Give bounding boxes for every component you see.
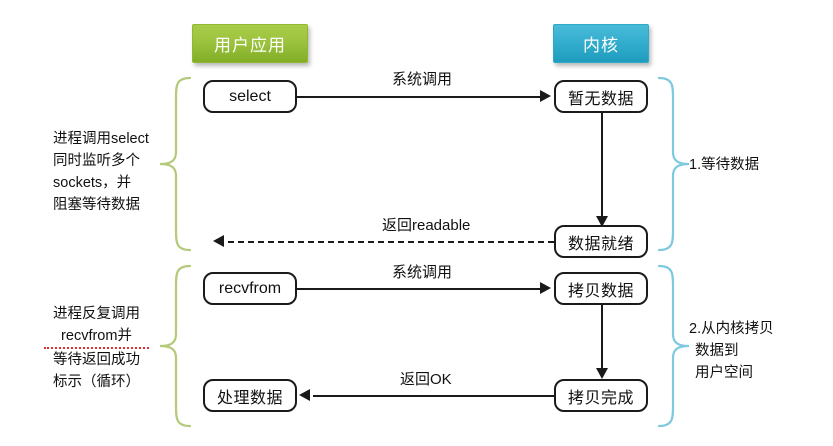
node-recvfrom: recvfrom (203, 272, 297, 305)
kernel-flow-line-2 (601, 305, 603, 370)
kernel-header-label: 内核 (583, 36, 619, 55)
node-copy-data: 拷贝数据 (554, 272, 648, 305)
annotation-step-2-line-2: 数据到 (695, 343, 739, 359)
edge-label-syscall-2: 系统调用 (392, 264, 453, 281)
annotation-phase-1-line-2: 同时监听多个 (53, 153, 140, 169)
node-copy-data-label: 拷贝数据 (567, 282, 634, 300)
edge-arrowhead-copy-done-to-process (299, 389, 310, 401)
annotation-phase-2-line-1: 进程反复调用 (53, 306, 140, 322)
annotation-phase-2-line-2: recvfrom并 (44, 325, 149, 349)
annotation-step-2: 2.从内核拷贝 数据到 用户空间 (689, 318, 774, 384)
node-data-ready: 数据就绪 (554, 225, 648, 258)
node-process-data: 处理数据 (203, 379, 297, 412)
edge-arrowhead-select-to-no-data (540, 90, 551, 102)
annotation-phase-2-line-3: 等待返回成功 (53, 352, 140, 368)
node-copy-done: 拷贝完成 (554, 379, 648, 412)
edge-line-select-to-no-data (297, 96, 541, 98)
annotation-phase-1-line-4: 阻塞等待数据 (53, 197, 140, 213)
annotation-phase-2: 进程反复调用 recvfrom并 等待返回成功 标示（循环） (44, 303, 149, 393)
right-brace-step-1 (657, 76, 691, 252)
kernel-flow-line-1 (601, 113, 603, 218)
edge-label-return-ok: 返回OK (400, 371, 452, 388)
right-brace-step-2 (657, 264, 691, 428)
edge-label-return-readable: 返回readable (382, 217, 471, 234)
annotation-phase-2-line-4: 标示（循环） (53, 374, 140, 390)
kernel-flow-arrowhead-2 (596, 368, 608, 379)
edge-line-recvfrom-to-copy (297, 288, 541, 290)
kernel-header: 内核 (553, 24, 649, 63)
node-no-data-label: 暂无数据 (567, 90, 634, 108)
user-application-header: 用户应用 (192, 24, 308, 63)
edge-arrowhead-return-readable (213, 235, 224, 247)
edge-line-return-readable (228, 241, 554, 243)
annotation-step-2-line-3: 用户空间 (695, 365, 753, 381)
annotation-phase-1-line-1: 进程调用select (53, 131, 149, 147)
node-data-ready-label: 数据就绪 (567, 235, 634, 253)
annotation-phase-1-line-3: sockets，并 (53, 175, 132, 191)
left-brace-phase-1 (158, 76, 192, 252)
kernel-flow-arrowhead-1 (596, 216, 608, 227)
node-copy-done-label: 拷贝完成 (567, 389, 634, 407)
annotation-step-1: 1.等待数据 (689, 154, 759, 176)
annotation-phase-1: 进程调用select 同时监听多个 sockets，并 阻塞等待数据 (53, 128, 149, 216)
node-select-label: select (229, 87, 271, 105)
node-recvfrom-label: recvfrom (218, 279, 282, 297)
annotation-step-1-line-1: 1.等待数据 (689, 157, 760, 173)
edge-line-copy-done-to-process (313, 395, 554, 397)
edge-arrowhead-recvfrom-to-copy (540, 282, 551, 294)
node-select: select (203, 80, 297, 113)
edge-label-syscall-1: 系统调用 (392, 71, 453, 88)
annotation-step-2-line-1: 2.从内核拷贝 (689, 321, 774, 337)
node-process-data-label: 处理数据 (216, 389, 283, 407)
left-brace-phase-2 (158, 264, 192, 428)
user-application-header-label: 用户应用 (214, 36, 286, 55)
node-no-data: 暂无数据 (554, 80, 648, 113)
